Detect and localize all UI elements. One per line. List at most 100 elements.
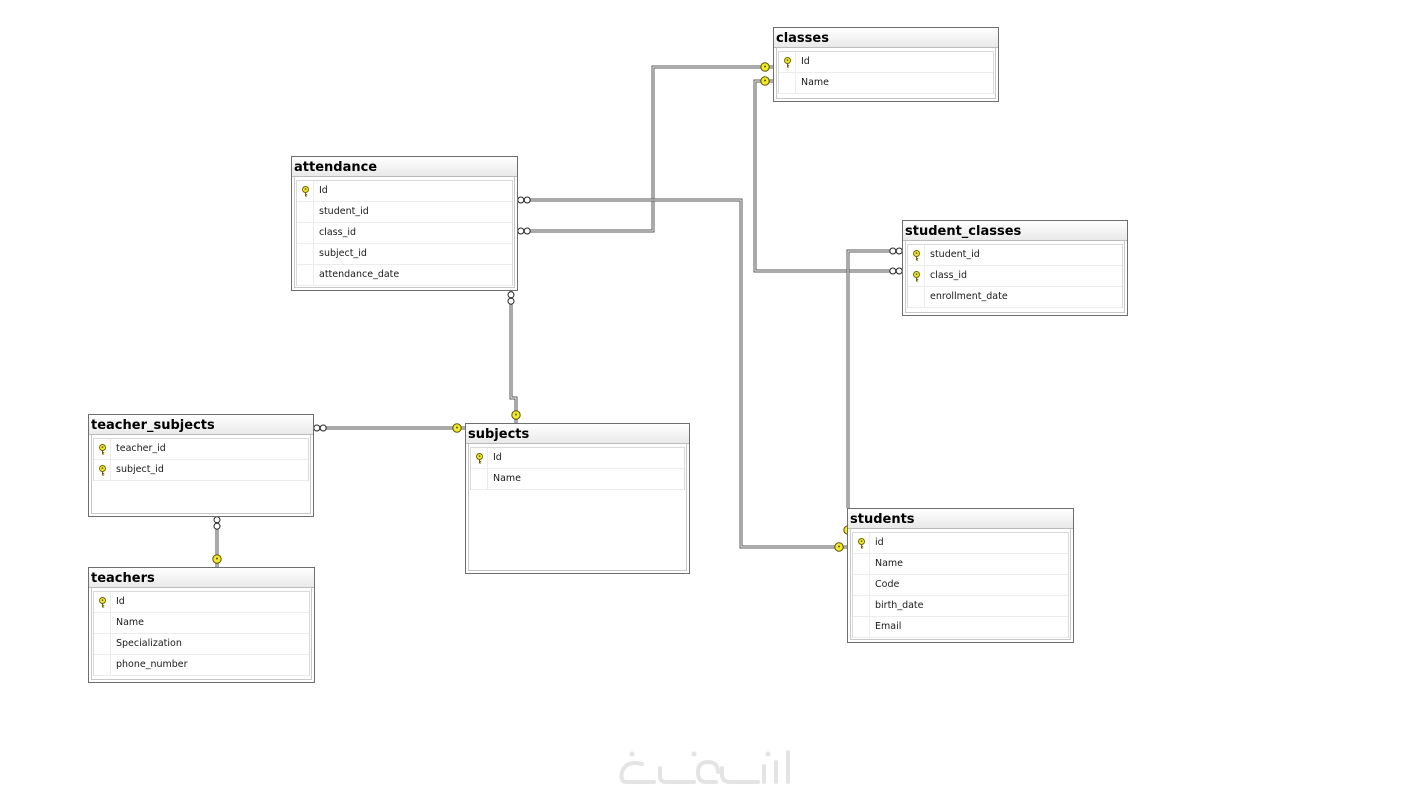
column-row[interactable]: class_id (297, 223, 512, 244)
column-row[interactable]: birth_date (853, 596, 1068, 617)
table-title[interactable]: students (848, 509, 1073, 529)
row-selector (908, 287, 925, 307)
many-end-icon (507, 291, 515, 305)
one-end-key-icon (760, 76, 770, 86)
many-end-icon (517, 227, 531, 235)
column-name: Id (493, 452, 502, 463)
row-selector (94, 592, 111, 612)
one-end-key-icon (452, 423, 462, 433)
one-end-key-icon (511, 410, 521, 420)
column-name: Id (116, 596, 125, 607)
row-selector (297, 265, 314, 285)
one-end-key-icon (212, 554, 222, 564)
column-row[interactable]: Id (94, 592, 309, 613)
table-title[interactable]: attendance (292, 157, 517, 177)
relationship-teacher-subjects-to-subjects[interactable] (313, 423, 465, 433)
row-selector (471, 469, 488, 489)
column-row[interactable]: student_id (908, 245, 1122, 266)
many-end-icon (889, 267, 903, 275)
row-selector (94, 634, 111, 654)
table-title[interactable]: subjects (466, 424, 689, 444)
column-name: Name (493, 473, 522, 484)
column-grid: teacher_id subject_id (93, 438, 309, 481)
column-row[interactable]: teacher_id (94, 439, 308, 460)
column-name: subject_id (319, 248, 367, 259)
column-row[interactable]: class_id (908, 266, 1122, 287)
column-row[interactable]: id (853, 533, 1068, 554)
row-selector (297, 223, 314, 243)
column-row[interactable]: enrollment_date (908, 287, 1122, 308)
relationship-student-classes-to-students[interactable] (843, 247, 903, 535)
column-row[interactable]: phone_number (94, 655, 309, 676)
row-selector (94, 613, 111, 633)
column-name: student_id (930, 249, 980, 260)
column-name: birth_date (875, 600, 924, 611)
column-name: Specialization (116, 638, 182, 649)
row-selector (853, 554, 870, 574)
column-name: attendance_date (319, 269, 400, 280)
column-row[interactable]: Code (853, 575, 1068, 596)
column-grid: student_id class_id enrollment_date (907, 244, 1123, 308)
column-name: student_id (319, 206, 369, 217)
column-row[interactable]: Name (853, 554, 1068, 575)
column-name: Id (801, 56, 810, 67)
column-name: class_id (319, 227, 357, 238)
many-end-icon (313, 424, 327, 432)
column-row[interactable]: student_id (297, 202, 512, 223)
column-name: phone_number (116, 659, 188, 670)
table-title[interactable]: classes (774, 28, 998, 48)
column-name: Name (875, 558, 904, 569)
column-row[interactable]: attendance_date (297, 265, 512, 286)
column-name: subject_id (116, 464, 164, 475)
relationship-attendance-to-classes[interactable] (517, 62, 773, 235)
table-teacher-subjects[interactable]: teacher_subjects teacher_id subject_id (88, 414, 314, 517)
table-title[interactable]: teacher_subjects (89, 415, 313, 435)
table-title[interactable]: student_classes (903, 221, 1127, 241)
row-selector (853, 617, 870, 637)
watermark-logo (618, 742, 793, 790)
row-selector (779, 52, 796, 72)
column-row[interactable]: subject_id (94, 460, 308, 481)
column-name: teacher_id (116, 443, 166, 454)
relationship-attendance-to-students[interactable] (517, 196, 847, 552)
row-selector (94, 460, 111, 480)
many-end-icon (517, 196, 531, 204)
relationship-attendance-to-subjects[interactable] (507, 291, 521, 423)
column-row[interactable]: Specialization (94, 634, 309, 655)
column-row[interactable]: subject_id (297, 244, 512, 265)
row-selector (94, 655, 111, 675)
column-name: class_id (930, 270, 968, 281)
column-row[interactable]: Id (297, 181, 512, 202)
row-selector (297, 244, 314, 264)
relationship-teacher-subjects-to-teachers[interactable] (212, 516, 222, 567)
table-title[interactable]: teachers (89, 568, 314, 588)
column-row[interactable]: Name (471, 469, 684, 490)
column-name: enrollment_date (930, 291, 1008, 302)
one-end-key-icon (834, 542, 844, 552)
row-selector (908, 245, 925, 265)
column-row[interactable]: Id (779, 52, 993, 73)
column-row[interactable]: Email (853, 617, 1068, 638)
column-row[interactable]: Name (779, 73, 993, 94)
many-end-icon (889, 247, 903, 255)
row-selector (297, 181, 314, 201)
row-selector (908, 266, 925, 286)
column-name: Email (875, 621, 902, 632)
column-grid: Id student_id class_id subject_id attendance… (296, 180, 513, 286)
many-end-icon (213, 516, 221, 530)
column-row[interactable]: Id (471, 448, 684, 469)
row-selector (94, 439, 111, 459)
relationship-student-classes-to-classes[interactable] (753, 76, 903, 275)
column-row[interactable]: Name (94, 613, 309, 634)
row-selector (853, 533, 870, 553)
